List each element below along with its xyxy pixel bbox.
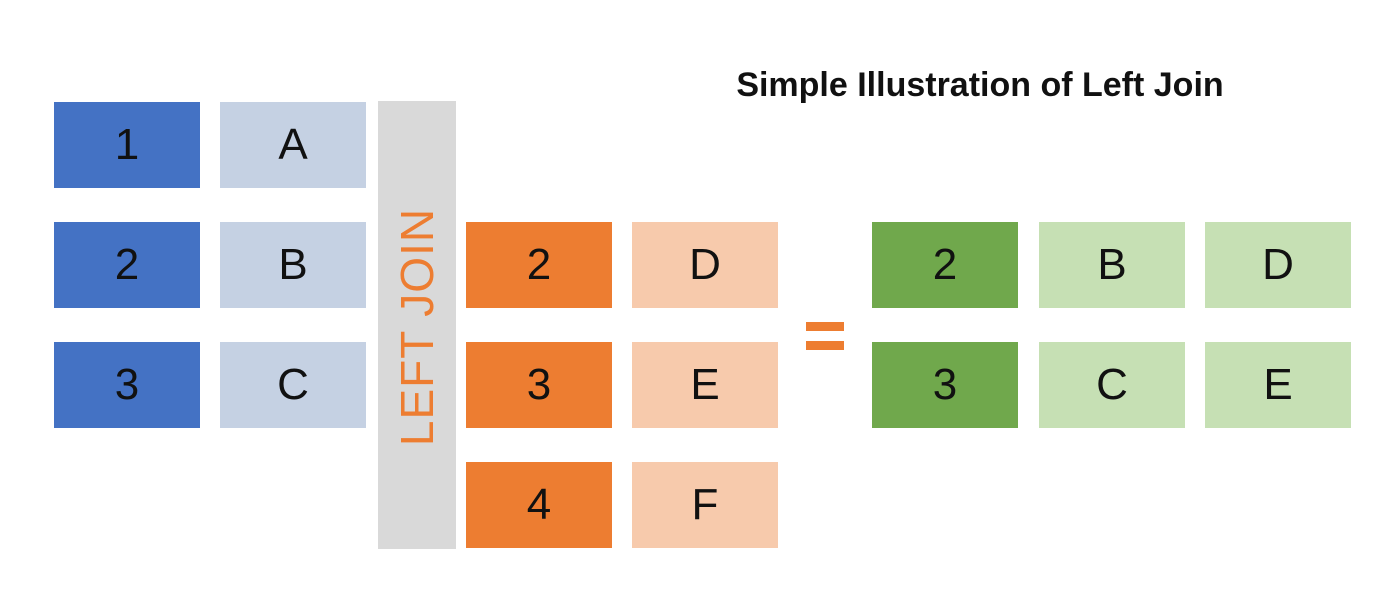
result-table-left-value-cell: B	[1039, 222, 1185, 308]
left-table-value-cell: B	[220, 222, 366, 308]
result-table-key-cell: 3	[872, 342, 1018, 428]
equals-sign	[806, 320, 844, 352]
right-table-key-cell: 3	[466, 342, 612, 428]
join-operator-label: LEFT JOIN	[391, 207, 443, 447]
result-table-right-value-cell: D	[1205, 222, 1351, 308]
left-table-key-cell: 2	[54, 222, 200, 308]
left-table-key-cell: 3	[54, 342, 200, 428]
result-table-right-value-cell: E	[1205, 342, 1351, 428]
left-table-value-cell: A	[220, 102, 366, 188]
left-table-value-cell: C	[220, 342, 366, 428]
left-table-key-cell: 1	[54, 102, 200, 188]
result-table-left-value-cell: C	[1039, 342, 1185, 428]
right-table-value-cell: D	[632, 222, 778, 308]
right-table-key-cell: 4	[466, 462, 612, 548]
right-table-value-cell: F	[632, 462, 778, 548]
result-table-key-cell: 2	[872, 222, 1018, 308]
right-table-key-cell: 2	[466, 222, 612, 308]
join-operator-bar	[378, 101, 456, 549]
diagram-title: Simple Illustration of Left Join	[736, 66, 1224, 104]
right-table-value-cell: E	[632, 342, 778, 428]
